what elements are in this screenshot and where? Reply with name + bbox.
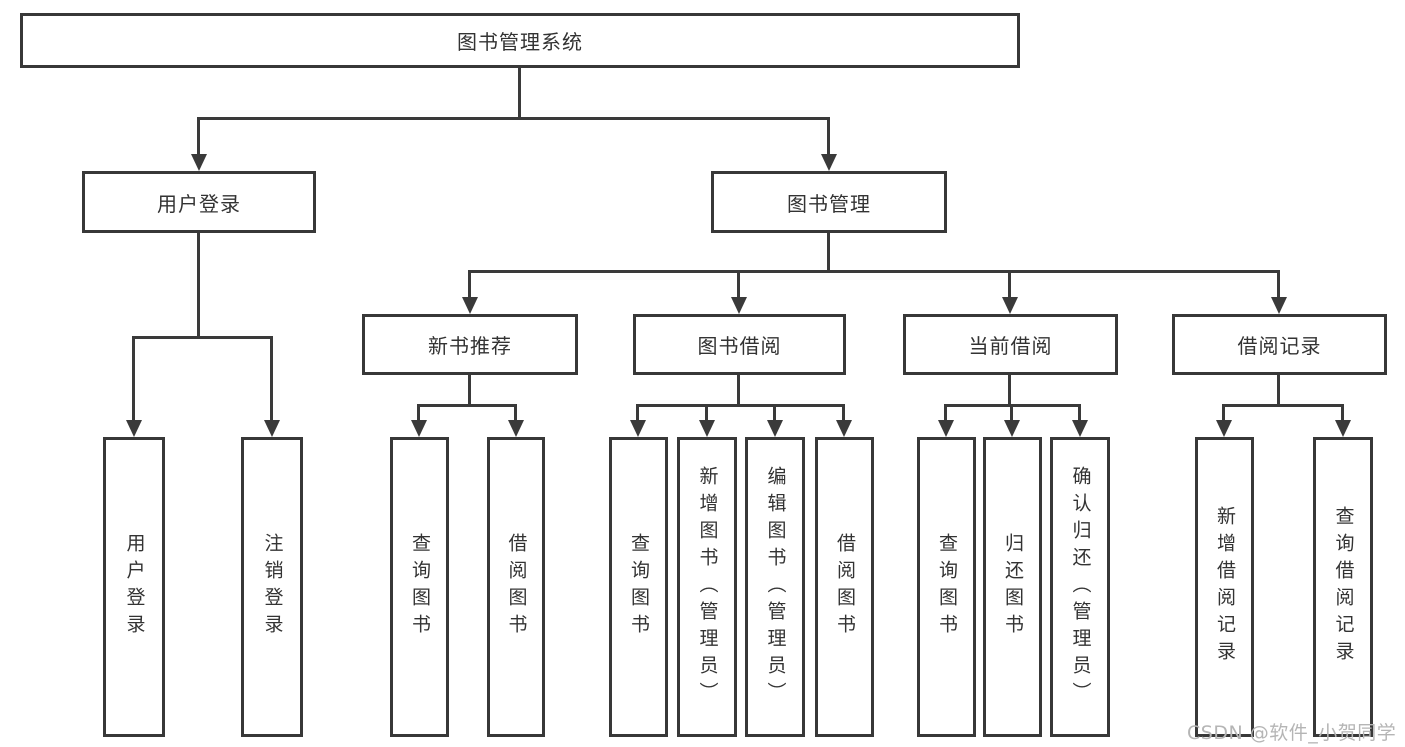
arrow-down-icon [126, 420, 142, 437]
arrow-down-icon [630, 420, 646, 437]
connector-line [197, 117, 830, 120]
connector-line [468, 270, 1280, 273]
connector-line [197, 117, 200, 157]
csdn-watermark: CSDN @软件_小贺同学 [1187, 722, 1397, 744]
leaf-add-book-admin: 新增图书（管理员） [677, 437, 737, 737]
node-label: 图书借阅 [697, 334, 782, 358]
connector-line [1277, 375, 1280, 407]
connector-line [132, 336, 273, 339]
connector-line [737, 270, 740, 299]
arrow-down-icon [1002, 297, 1018, 314]
connector-line [773, 404, 776, 422]
leaf-label: 查询借阅记录 [1332, 506, 1355, 668]
node-label: 图书管理系统 [457, 30, 583, 54]
leaf-label: 新增借阅记录 [1214, 506, 1236, 668]
arrow-down-icon [731, 297, 747, 314]
leaf-label: 注销登录 [261, 533, 284, 641]
connector-line [944, 404, 947, 422]
node-label: 当前借阅 [968, 334, 1053, 358]
connector-line [705, 404, 708, 422]
node-label: 图书管理 [787, 191, 871, 216]
leaf-query-books-recommend: 查询图书 [390, 437, 449, 737]
connector-line [1078, 404, 1081, 422]
connector-line [1222, 404, 1225, 422]
connector-line [518, 68, 521, 118]
arrow-down-icon [836, 420, 852, 437]
leaf-label: 编辑图书（管理员） [764, 465, 787, 709]
connector-line [842, 404, 845, 422]
connector-line [270, 336, 273, 422]
leaf-confirm-return-admin: 确认归还（管理员） [1050, 437, 1110, 737]
connector-line [1008, 375, 1011, 407]
connector-line [737, 375, 740, 407]
node-label: 借阅记录 [1237, 334, 1322, 358]
connector-line [827, 117, 830, 157]
leaf-borrow-books: 借阅图书 [815, 437, 874, 737]
node-book-borrow: 图书借阅 [633, 314, 846, 375]
leaf-query-books-borrow: 查询图书 [609, 437, 668, 737]
node-user-login: 用户登录 [82, 171, 316, 233]
arrow-down-icon [1004, 420, 1020, 437]
connector-line [1010, 404, 1013, 422]
arrow-down-icon [938, 420, 954, 437]
leaf-logout: 注销登录 [241, 437, 303, 737]
connector-line [197, 233, 200, 339]
arrow-down-icon [264, 420, 280, 437]
arrow-down-icon [699, 420, 715, 437]
leaf-user-login: 用户登录 [103, 437, 165, 737]
connector-line [827, 233, 830, 273]
connector-line [1222, 404, 1344, 407]
leaf-edit-book-admin: 编辑图书（管理员） [745, 437, 805, 737]
arrow-down-icon [1216, 420, 1232, 437]
leaf-label: 查询图书 [409, 533, 431, 641]
leaf-label: 用户登录 [123, 533, 146, 641]
leaf-label: 确认归还（管理员） [1069, 465, 1092, 709]
leaf-label: 查询图书 [628, 533, 650, 641]
connector-line [468, 375, 471, 407]
leaf-query-borrow-record: 查询借阅记录 [1313, 437, 1373, 737]
connector-line [468, 270, 471, 299]
node-current-borrow: 当前借阅 [903, 314, 1118, 375]
leaf-add-borrow-record: 新增借阅记录 [1195, 437, 1254, 737]
leaf-label: 新增图书（管理员） [696, 465, 719, 709]
connector-line [636, 404, 845, 407]
connector-line [417, 404, 420, 422]
arrow-down-icon [821, 154, 837, 171]
node-new-book-recommend: 新书推荐 [362, 314, 578, 375]
leaf-return-book: 归还图书 [983, 437, 1042, 737]
node-borrow-record: 借阅记录 [1172, 314, 1387, 375]
leaf-label: 借阅图书 [505, 533, 528, 641]
arrow-down-icon [462, 297, 478, 314]
connector-line [1277, 270, 1280, 299]
leaf-label: 借阅图书 [834, 533, 856, 641]
connector-line [636, 404, 639, 422]
leaf-query-books-current: 查询图书 [917, 437, 976, 737]
connector-line [514, 404, 517, 422]
node-label: 新书推荐 [428, 334, 512, 358]
arrow-down-icon [1335, 420, 1351, 437]
connector-line [1008, 270, 1011, 299]
arrow-down-icon [191, 154, 207, 171]
arrow-down-icon [1072, 420, 1088, 437]
arrow-down-icon [508, 420, 524, 437]
arrow-down-icon [411, 420, 427, 437]
leaf-label: 查询图书 [936, 533, 958, 641]
connector-line [1341, 404, 1344, 422]
node-label: 用户登录 [157, 191, 241, 216]
connector-line [417, 404, 517, 407]
arrow-down-icon [1271, 297, 1287, 314]
node-book-management: 图书管理 [711, 171, 947, 233]
connector-line [132, 336, 135, 422]
arrow-down-icon [767, 420, 783, 437]
leaf-borrow-books-recommend: 借阅图书 [487, 437, 545, 737]
leaf-label: 归还图书 [1002, 533, 1024, 641]
node-library-system: 图书管理系统 [20, 13, 1020, 68]
